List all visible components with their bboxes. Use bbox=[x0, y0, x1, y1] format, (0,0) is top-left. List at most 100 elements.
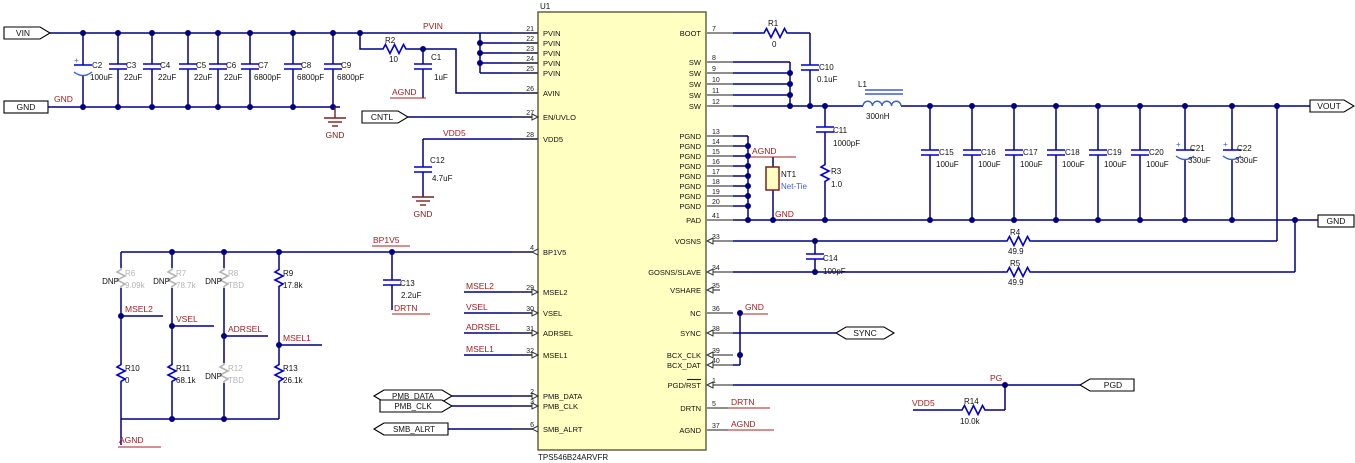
capacitor-c18[interactable]: C18 100uF bbox=[1046, 148, 1085, 169]
resistor-r1[interactable]: R1 0 bbox=[761, 19, 790, 49]
resistor-r6[interactable]: R6 9.09k DNP bbox=[102, 267, 146, 290]
capacitor-c9[interactable]: C9 6800pF bbox=[323, 61, 364, 82]
resistor-r4[interactable]: R4 49.9 bbox=[1004, 228, 1033, 256]
c14-value: 100pF bbox=[823, 267, 846, 276]
svg-text:SMB_ALRT: SMB_ALRT bbox=[543, 425, 583, 434]
capacitor-c19[interactable]: C19 100uF bbox=[1088, 148, 1127, 169]
port-pmb-data-label: PMB_DATA bbox=[392, 392, 435, 401]
svg-text:MSEL2: MSEL2 bbox=[543, 288, 568, 297]
svg-text:PMB_CLK: PMB_CLK bbox=[543, 402, 578, 411]
svg-text:BP1V5: BP1V5 bbox=[373, 235, 400, 245]
wire-avin-filter bbox=[359, 33, 538, 98]
resistor-r10[interactable]: R10 0 bbox=[116, 362, 140, 385]
port-pmb-clk-label: PMB_CLK bbox=[394, 402, 432, 411]
svg-text:EN/UVLO: EN/UVLO bbox=[543, 113, 576, 122]
port-vout[interactable]: VOUT bbox=[1309, 99, 1355, 113]
capacitor-c20[interactable]: C20 100uF bbox=[1130, 148, 1169, 169]
net-label-vdd5-r14: VDD5 bbox=[912, 398, 935, 408]
resistor-r11[interactable]: R11 68.1k bbox=[167, 362, 197, 385]
svg-text:BP1V5: BP1V5 bbox=[543, 248, 566, 257]
port-pmb-clk[interactable]: PMB_CLK bbox=[379, 399, 454, 413]
r12-ref: R12 bbox=[228, 364, 243, 373]
pin-numbers-right: 7 8 9 10 11 12 13 14 15 16 17 18 19 20 4… bbox=[712, 26, 720, 430]
port-sync[interactable]: SYNC bbox=[834, 326, 896, 340]
port-vout-label: VOUT bbox=[1317, 101, 1341, 111]
resistor-r8[interactable]: R8 TBD DNP bbox=[205, 267, 244, 290]
svg-text:GOSNS/SLAVE: GOSNS/SLAVE bbox=[648, 268, 701, 277]
c12-value: 4.7uF bbox=[432, 174, 453, 183]
port-gnd-left-label: GND bbox=[17, 102, 36, 112]
inductor-l1[interactable]: L1 300nH bbox=[858, 80, 903, 121]
c6-ref: C6 bbox=[226, 61, 237, 70]
svg-text:17: 17 bbox=[712, 169, 720, 176]
gnd-symbol-c12: GND bbox=[411, 196, 435, 219]
resistor-r5[interactable]: R5 49.9 bbox=[1004, 259, 1033, 287]
capacitor-c1[interactable]: C1 1uF bbox=[413, 53, 448, 82]
port-smb-alrt[interactable]: SMB_ALRT bbox=[372, 422, 449, 436]
c20-value: 100uF bbox=[1146, 160, 1169, 169]
c17-value: 100uF bbox=[1020, 160, 1043, 169]
capacitor-c6[interactable]: C6 22uF bbox=[208, 61, 242, 82]
wires bbox=[48, 32, 1318, 445]
svg-text:21: 21 bbox=[526, 26, 534, 33]
capacitor-c13[interactable]: C13 2.2uF bbox=[382, 279, 422, 300]
port-gnd-right[interactable]: GND bbox=[1317, 214, 1355, 228]
svg-text:PGND: PGND bbox=[679, 162, 701, 171]
wire-sw-bus bbox=[733, 61, 791, 106]
net-label-agnd-div: AGND bbox=[118, 435, 161, 448]
port-cntl[interactable]: CNTL bbox=[361, 110, 410, 124]
c5-ref: C5 bbox=[196, 61, 207, 70]
svg-text:DRTN: DRTN bbox=[394, 303, 417, 313]
r9-value: 17.8k bbox=[283, 281, 304, 290]
capacitor-c2[interactable]: + C2 100uF bbox=[73, 56, 113, 82]
net-tie-nt1[interactable]: AGND NT1 Net-Tie GND bbox=[750, 146, 807, 219]
port-vin[interactable]: VIN bbox=[3, 26, 52, 40]
chip-u1[interactable]: U1 TPS546B24ARVFR 21 22 23 24 25 26 27 2… bbox=[526, 2, 720, 462]
capacitor-c12[interactable]: C12 4.7uF bbox=[413, 156, 453, 183]
svg-text:16: 16 bbox=[712, 159, 720, 166]
capacitor-c7[interactable]: C7 6800pF bbox=[240, 61, 281, 82]
svg-text:14: 14 bbox=[712, 139, 720, 146]
svg-text:PGND: PGND bbox=[679, 132, 701, 141]
resistor-r2[interactable]: R2 10 bbox=[380, 36, 409, 64]
resistor-r3[interactable]: R3 1.0 bbox=[820, 162, 843, 189]
capacitor-c5[interactable]: C5 22uF bbox=[178, 61, 212, 82]
r6-ref: R6 bbox=[125, 269, 136, 278]
svg-text:38: 38 bbox=[712, 326, 720, 333]
capacitor-c21[interactable]: + C21 330uF bbox=[1175, 140, 1211, 165]
chip-body[interactable] bbox=[537, 11, 707, 451]
capacitor-c10[interactable]: C10 0.1uF bbox=[800, 63, 838, 84]
svg-text:26: 26 bbox=[526, 86, 534, 93]
c2-value: 100uF bbox=[90, 73, 113, 82]
resistor-r12[interactable]: R12 TBD DNP bbox=[205, 362, 244, 385]
pin-stubs-left bbox=[512, 32, 538, 430]
r10-ref: R10 bbox=[125, 364, 140, 373]
svg-text:AGND: AGND bbox=[752, 146, 777, 156]
svg-text:SW: SW bbox=[689, 102, 702, 111]
capacitor-c8[interactable]: C8 6800pF bbox=[283, 61, 324, 82]
net-label-bp1v5: BP1V5 bbox=[372, 235, 410, 247]
resistor-r13[interactable]: R13 26.1k bbox=[274, 362, 304, 385]
port-pgd[interactable]: PGD bbox=[1078, 378, 1135, 392]
capacitor-c3[interactable]: C3 22uF bbox=[108, 61, 142, 82]
r11-ref: R11 bbox=[176, 364, 191, 373]
svg-text:AVIN: AVIN bbox=[543, 89, 560, 98]
c9-ref: C9 bbox=[341, 61, 352, 70]
c21-value: 330uF bbox=[1188, 156, 1211, 165]
resistor-r14[interactable]: R14 10.0k bbox=[959, 397, 988, 426]
port-gnd-left[interactable]: GND bbox=[3, 100, 49, 114]
resistor-r9[interactable]: R9 17.8k bbox=[274, 267, 304, 290]
svg-text:PVIN: PVIN bbox=[543, 29, 561, 38]
capacitor-c11[interactable]: C11 1000pF bbox=[815, 126, 860, 148]
capacitor-c22[interactable]: + C22 330uF bbox=[1222, 140, 1258, 165]
capacitor-c17[interactable]: C17 100uF bbox=[1004, 148, 1043, 169]
capacitor-c15[interactable]: C15 100uF bbox=[920, 148, 959, 169]
capacitor-c16[interactable]: C16 100uF bbox=[962, 148, 1001, 169]
net-label-vdd5: VDD5 bbox=[443, 128, 466, 138]
svg-text:9: 9 bbox=[712, 66, 716, 73]
capacitor-c4[interactable]: C4 22uF bbox=[142, 61, 176, 82]
r14-ref: R14 bbox=[964, 397, 979, 406]
resistor-r7[interactable]: R7 78.7k DNP bbox=[153, 267, 197, 290]
r8-value: TBD bbox=[228, 281, 244, 290]
capacitor-c14[interactable]: C14 100pF bbox=[805, 253, 846, 276]
